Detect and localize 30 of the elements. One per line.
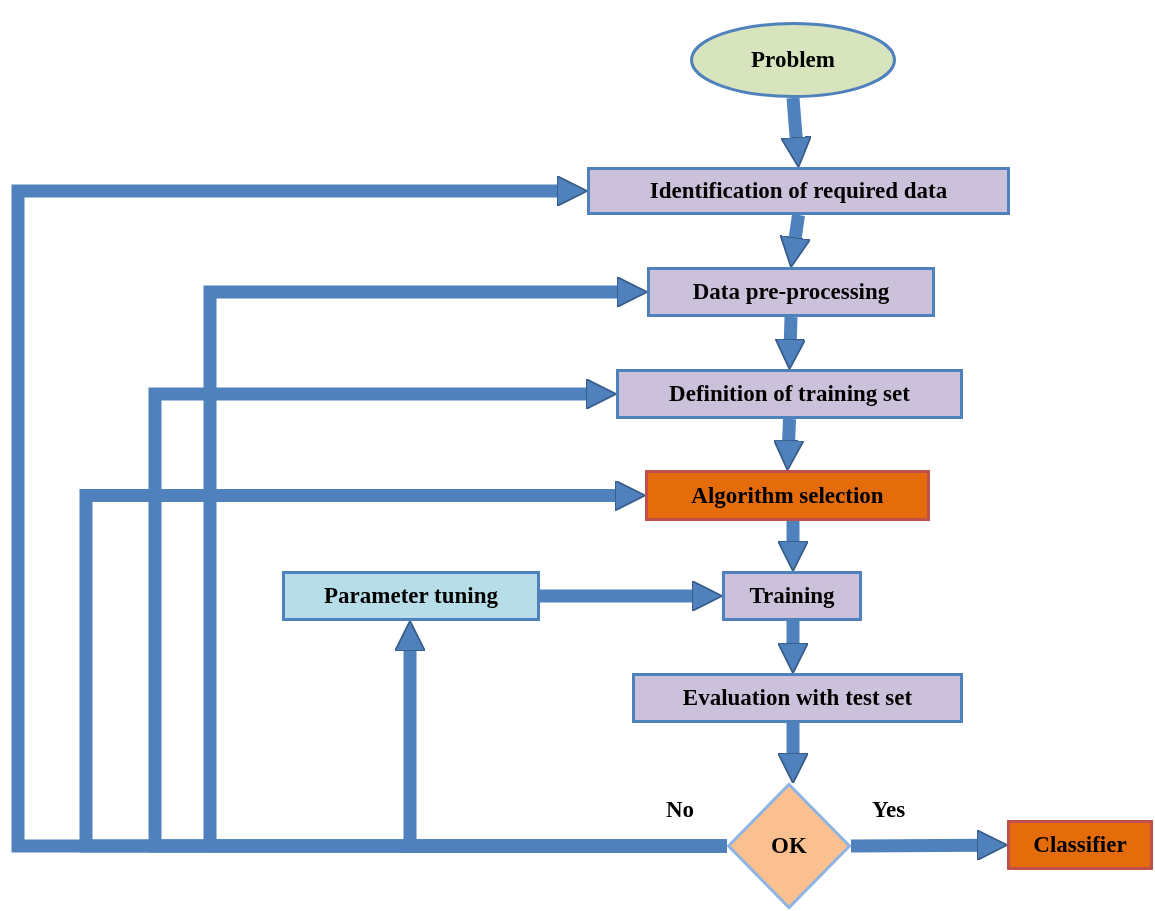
- node-label: Data pre-processing: [692, 279, 890, 305]
- process-box: [647, 267, 935, 317]
- process-box: [282, 571, 540, 621]
- process-box: [632, 673, 963, 723]
- node-label: Parameter tuning: [324, 583, 498, 609]
- process-box: [645, 470, 930, 521]
- node-label: Evaluation with test set: [682, 685, 913, 711]
- process-box: [587, 167, 1010, 215]
- arrow: [850, 829, 1008, 862]
- arrow: [777, 521, 809, 572]
- arrow: [780, 97, 812, 168]
- arrow: [779, 214, 811, 268]
- start-ellipse: [690, 22, 896, 98]
- node-label: Problem: [751, 47, 835, 73]
- node-label: Classifier: [1033, 832, 1127, 858]
- process-box: [616, 369, 963, 419]
- node-label: OK: [771, 833, 807, 859]
- arrow: [774, 316, 807, 370]
- node-label: Algorithm selection: [691, 482, 884, 509]
- arrow: [777, 723, 809, 784]
- arrow: [540, 580, 723, 612]
- arrow: [772, 418, 805, 471]
- node-label: Definition of training set: [669, 381, 910, 407]
- arrow: [394, 620, 727, 853]
- arrow: [777, 621, 809, 674]
- node-label: Training: [749, 583, 835, 609]
- process-box: [722, 571, 862, 621]
- node-label: Identification of required data: [649, 178, 948, 204]
- decision-diamond: [727, 783, 851, 909]
- process-box: [1007, 820, 1153, 870]
